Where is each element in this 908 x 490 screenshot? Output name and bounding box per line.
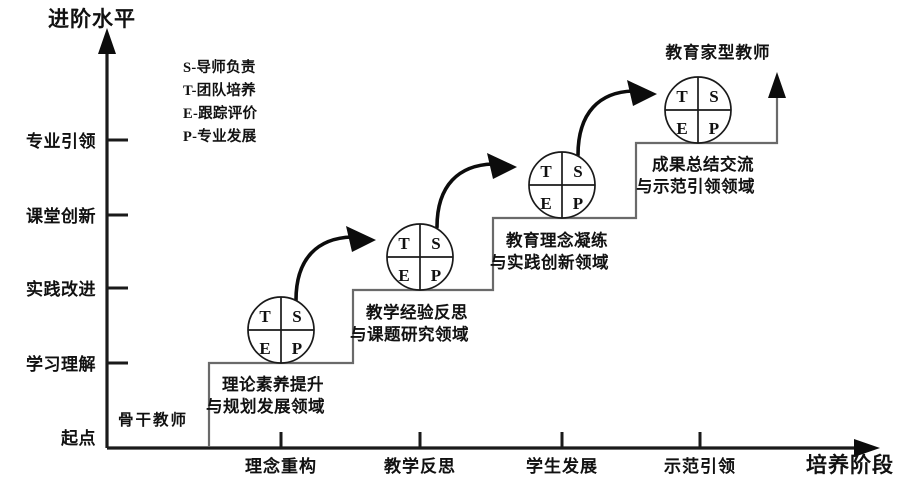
tsep-node-4-quadrant-bottom-right: P [709, 119, 719, 138]
tsep-node-4-quadrant-top-left: T [676, 87, 688, 106]
x-tick-label-2: 教学反思 [383, 456, 456, 476]
legend-text-3: -专业发展 [192, 127, 257, 145]
origin-label: 起点 [60, 428, 96, 448]
legend-key-0: S [183, 60, 191, 76]
progress-arrow-2 [435, 162, 495, 229]
legend-item-0: S-导师负责 [183, 58, 256, 76]
tsep-node-1-quadrant-top-left: T [259, 307, 271, 326]
domain-label-3-line1: 教育理念凝练 [505, 230, 608, 250]
tsep-node-4-quadrant-top-right: S [709, 87, 718, 106]
legend-item-1: T-团队培养 [183, 81, 256, 99]
tsep-node-2-quadrant-top-right: S [431, 234, 440, 253]
tsep-node-3[interactable]: T S E P [528, 151, 596, 219]
x-tick-label-3: 学生发展 [526, 456, 598, 476]
tsep-node-1-quadrant-top-right: S [292, 307, 301, 326]
tsep-node-2[interactable]: T S E P [386, 223, 454, 291]
start-role-label: 骨干教师 [118, 410, 188, 429]
legend-key-1: T [183, 83, 193, 99]
tsep-node-2-quadrant-bottom-left: E [398, 266, 409, 285]
progress-arrow-3 [576, 89, 635, 157]
x-tick-label-1: 理念重构 [245, 456, 317, 476]
legend: S-导师负责 T-团队培养 E-跟踪评价 P-专业发展 [183, 58, 258, 145]
y-axis-ticks [107, 138, 128, 365]
legend-key-2: E [183, 106, 193, 122]
tsep-node-3-quadrant-bottom-left: E [540, 194, 551, 213]
progression-arrows [294, 80, 657, 302]
domain-label-2-line2: 与课题研究领域 [350, 324, 469, 344]
y-tick-label-3: 实践改进 [26, 279, 96, 299]
y-axis-arrowhead [98, 28, 116, 54]
legend-text-2: -跟踪评价 [193, 104, 258, 122]
x-axis-title: 培养阶段 [806, 453, 894, 477]
staircase-top-arrowhead [768, 72, 786, 98]
y-axis-title: 进阶水平 [48, 7, 136, 31]
progress-arrow-2-head [487, 153, 517, 179]
domain-label-3-line2: 与实践创新领域 [490, 252, 609, 272]
tsep-node-3-quadrant-bottom-right: P [573, 194, 583, 213]
tsep-node-3-quadrant-top-right: S [573, 162, 582, 181]
tsep-node-3-quadrant-top-left: T [540, 162, 552, 181]
y-tick-label-4: 学习理解 [26, 354, 96, 374]
goal-label: 教育家型教师 [665, 42, 771, 62]
legend-item-3: P-专业发展 [183, 127, 257, 145]
tsep-node-4[interactable]: T S E P [664, 76, 732, 144]
tsep-node-2-quadrant-top-left: T [398, 234, 410, 253]
progress-arrow-1 [294, 235, 354, 302]
progress-arrow-3-head [627, 80, 657, 106]
y-tick-label-2: 课堂创新 [26, 206, 96, 226]
domain-label-1-line2: 与规划发展领域 [206, 396, 325, 416]
domain-label-1-line1: 理论素养提升 [222, 374, 324, 394]
tsep-node-1[interactable]: T S E P [247, 296, 315, 364]
legend-text-1: -团队培养 [192, 81, 257, 99]
legend-item-2: E-跟踪评价 [183, 104, 258, 122]
domain-label-4-line2: 与示范引领领域 [636, 176, 755, 196]
legend-key-3: P [183, 129, 192, 145]
domain-label-2-line1: 教学经验反思 [365, 302, 468, 322]
tsep-node-2-quadrant-bottom-right: P [431, 266, 441, 285]
axes-group [98, 28, 880, 457]
domain-labels: 理论素养提升 与规划发展领域 教学经验反思 与课题研究领域 教育理念凝练 与实践… [206, 154, 755, 416]
x-axis-arrowhead [854, 439, 880, 457]
x-tick-label-4: 示范引领 [664, 456, 736, 476]
progress-arrow-1-head [346, 226, 376, 252]
x-axis-ticks [279, 432, 702, 448]
tsep-node-4-quadrant-bottom-left: E [676, 119, 687, 138]
y-tick-label-1: 专业引领 [26, 131, 96, 151]
domain-label-4-line1: 成果总结交流 [652, 154, 754, 174]
tsep-node-1-quadrant-bottom-right: P [292, 339, 302, 358]
legend-text-0: -导师负责 [191, 58, 255, 76]
tsep-node-1-quadrant-bottom-left: E [259, 339, 270, 358]
